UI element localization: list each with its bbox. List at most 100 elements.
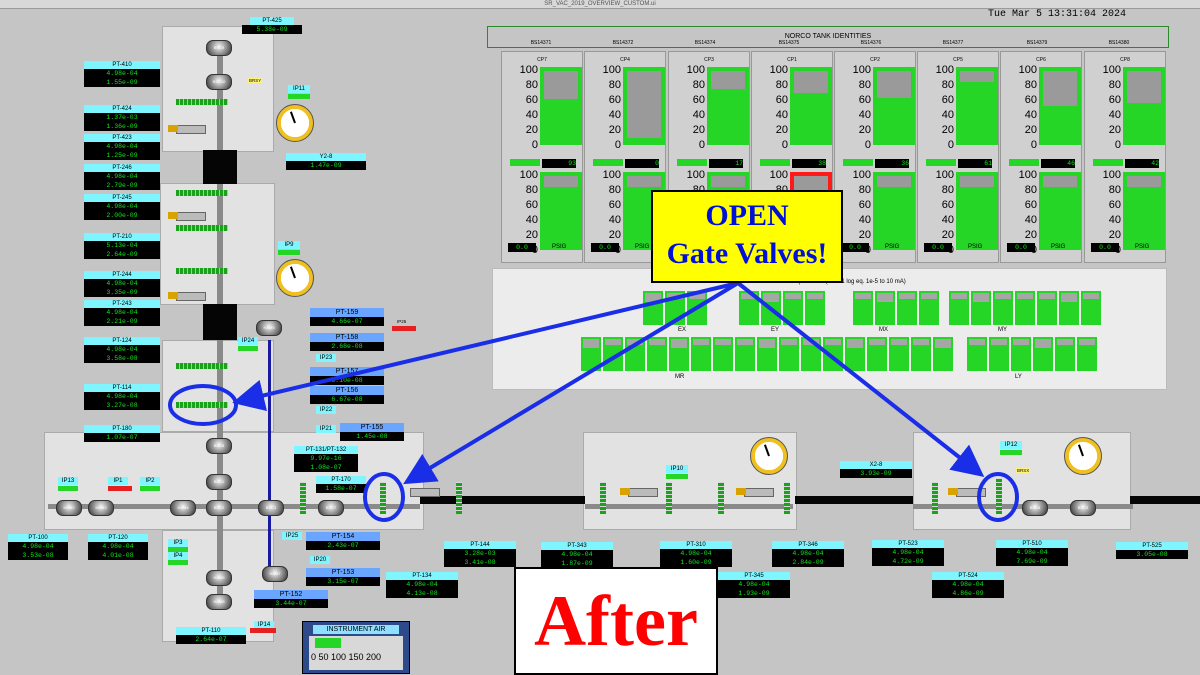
annulus-pump-cell[interactable] xyxy=(1081,291,1101,325)
y2-8-value[interactable]: 1.47e-09 xyxy=(286,161,366,170)
ip11-label[interactable]: IP11 xyxy=(288,85,310,93)
ip23-label[interactable]: IP23 xyxy=(316,354,336,362)
annulus-pump-cell[interactable] xyxy=(669,337,689,371)
pt-246-value1[interactable]: 4.98e-04 xyxy=(84,172,160,181)
pt-424-value2[interactable]: 1.36e-09 xyxy=(84,122,160,131)
x2-8-value[interactable]: 3.93e-09 xyxy=(840,469,912,478)
ip1-label[interactable]: IP1 xyxy=(108,477,128,485)
tank-value[interactable]: 38 xyxy=(792,159,826,168)
annulus-pump-cell[interactable] xyxy=(911,337,931,371)
pt-243-value1[interactable]: 4.98e-04 xyxy=(84,308,160,317)
pt-345-value1[interactable]: 4.98e-04 xyxy=(718,580,790,589)
valve-bsc8[interactable]: BSC8 xyxy=(206,438,232,454)
valve-ham3[interactable]: HAM3 xyxy=(88,500,114,516)
pt-155-value1[interactable]: 1.45e-08 xyxy=(340,432,404,441)
annulus-pump-cell[interactable] xyxy=(647,337,667,371)
tank-value[interactable]: 17 xyxy=(709,159,743,168)
pt-346-value1[interactable]: 4.98e-04 xyxy=(772,549,844,558)
annulus-pump-cell[interactable] xyxy=(779,337,799,371)
pt-244-value2[interactable]: 3.35e-09 xyxy=(84,288,160,297)
pt-157-value1[interactable]: 8.10e-08 xyxy=(310,376,384,385)
tank-value[interactable]: 46 xyxy=(1041,159,1075,168)
annulus-pump-cell[interactable] xyxy=(1015,291,1035,325)
valve-bsc7[interactable]: BSC7 xyxy=(318,500,344,516)
ip22-label[interactable]: IP22 xyxy=(316,406,336,414)
valve-ham4[interactable]: HAM4 xyxy=(170,500,196,516)
ip26-label[interactable]: IP26 xyxy=(397,319,407,324)
pt-410-value1[interactable]: 4.98e-04 xyxy=(84,69,160,78)
annulus-pump-cell[interactable] xyxy=(949,291,969,325)
ip13-label[interactable]: IP13 xyxy=(58,477,78,485)
pt-523-value2[interactable]: 4.72e-09 xyxy=(872,557,944,566)
pt-114-value2[interactable]: 3.27e-08 xyxy=(84,401,160,410)
pt-159-value1[interactable]: 4.66e-07 xyxy=(310,317,384,326)
annulus-pump-cell[interactable] xyxy=(993,291,1013,325)
annulus-pump-cell[interactable] xyxy=(581,337,601,371)
pt-124-value2[interactable]: 3.58e-08 xyxy=(84,354,160,363)
gate-valve-arm-6-opened[interactable] xyxy=(176,402,228,408)
pt-100-value1[interactable]: 4.98e-04 xyxy=(8,542,68,551)
annulus-pump-cell[interactable] xyxy=(805,291,825,325)
ip24-label[interactable]: IP24 xyxy=(238,337,258,345)
annulus-pump-cell[interactable] xyxy=(757,337,777,371)
valve-bsc3[interactable]: BSC3 xyxy=(258,500,284,516)
pt-100-value2[interactable]: 3.53e-08 xyxy=(8,551,68,560)
gate-valve-arm-2[interactable] xyxy=(176,190,228,196)
annulus-pump-cell[interactable] xyxy=(1077,337,1097,371)
tank-bottom-value[interactable]: 0.0 xyxy=(841,243,869,252)
annulus-pump-cell[interactable] xyxy=(933,337,953,371)
tank-bottom-value[interactable]: 0.0 xyxy=(591,243,619,252)
gate-valve-h-8[interactable] xyxy=(932,482,938,514)
pt-120-value2[interactable]: 4.01e-08 xyxy=(88,551,148,560)
ip10-label[interactable]: IP10 xyxy=(666,465,688,473)
valve-ham6[interactable]: HAM6 xyxy=(206,570,232,586)
valve-bsc10[interactable]: BSC10 xyxy=(206,74,232,90)
gate-cp2[interactable] xyxy=(410,488,440,497)
pt-345-value2[interactable]: 1.93e-09 xyxy=(718,589,790,598)
annulus-pump-cell[interactable] xyxy=(735,337,755,371)
pt-120-value1[interactable]: 4.98e-04 xyxy=(88,542,148,551)
ip12-label[interactable]: IP12 xyxy=(1000,441,1022,449)
valve-ham2[interactable]: HAM2 xyxy=(56,500,82,516)
valve-bsc1[interactable]: BSC1 xyxy=(206,474,232,490)
gate-valve-h-7[interactable] xyxy=(784,482,790,514)
annulus-pump-cell[interactable] xyxy=(1055,337,1075,371)
pt-525-value1[interactable]: 3.05e-08 xyxy=(1116,550,1188,559)
ip14-label[interactable]: IP14 xyxy=(254,621,274,629)
annulus-pump-cell[interactable] xyxy=(845,337,865,371)
tank-bottom-value[interactable]: 0.0 xyxy=(508,243,536,252)
annulus-pump-cell[interactable] xyxy=(713,337,733,371)
pt-245-value2[interactable]: 2.00e-09 xyxy=(84,211,160,220)
pt-524-value2[interactable]: 4.86e-09 xyxy=(932,589,1004,598)
annulus-pump-cell[interactable] xyxy=(967,337,987,371)
tank-value[interactable]: 36 xyxy=(875,159,909,168)
gate-valve-arm-3[interactable] xyxy=(176,225,228,231)
ip20-label[interactable]: IP20 xyxy=(310,556,330,564)
tank-value[interactable]: 93 xyxy=(542,159,576,168)
valve-bsc9[interactable]: BSC9 xyxy=(206,40,232,56)
pt-510-value1[interactable]: 4.98e-04 xyxy=(996,548,1068,557)
pt-310-value1[interactable]: 4.98e-04 xyxy=(660,549,732,558)
ip9-label[interactable]: IP9 xyxy=(278,241,300,249)
pt-144-value2[interactable]: 3.41e-08 xyxy=(444,558,516,567)
annulus-pump-cell[interactable] xyxy=(919,291,939,325)
pt-156-value1[interactable]: 6.67e-08 xyxy=(310,395,384,404)
pt-158-value1[interactable]: 2.68e-08 xyxy=(310,342,384,351)
annulus-pump-cell[interactable] xyxy=(889,337,909,371)
gate-valve-h-3[interactable] xyxy=(456,482,462,514)
pt-246-value2[interactable]: 2.79e-09 xyxy=(84,181,160,190)
pt-310-value2[interactable]: 1.60e-09 xyxy=(660,558,732,567)
pt-134-value2[interactable]: 4.13e-08 xyxy=(386,589,458,598)
pt-424-value1[interactable]: 1.37e-03 xyxy=(84,113,160,122)
pt-410-value2[interactable]: 1.55e-09 xyxy=(84,78,160,87)
gate-valve-h-5[interactable] xyxy=(666,482,672,514)
annulus-pump-cell[interactable] xyxy=(867,337,887,371)
tank-bottom-value[interactable]: 0.0 xyxy=(1091,243,1119,252)
pt-244-value1[interactable]: 4.98e-04 xyxy=(84,279,160,288)
annulus-pump-cell[interactable] xyxy=(853,291,873,325)
gate-valve-arm-4[interactable] xyxy=(176,268,228,274)
pt-144-value1[interactable]: 3.28e-03 xyxy=(444,549,516,558)
pt-153-value1[interactable]: 3.15e-07 xyxy=(306,577,380,586)
annulus-pump-cell[interactable] xyxy=(739,291,759,325)
pt-245-value1[interactable]: 4.98e-04 xyxy=(84,202,160,211)
